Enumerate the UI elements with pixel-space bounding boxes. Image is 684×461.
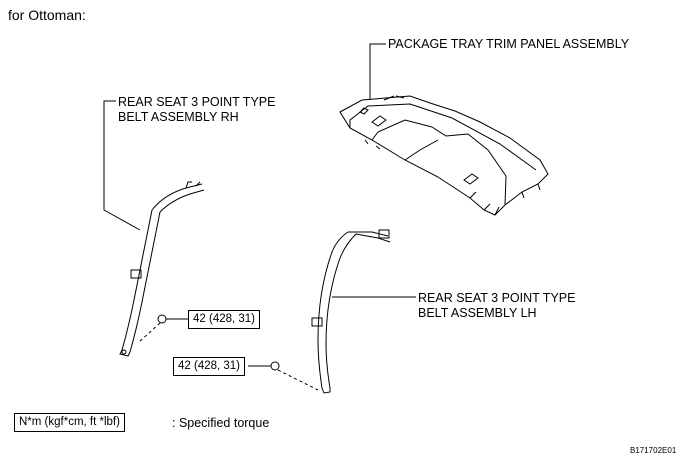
label-belt-rh-line1: REAR SEAT 3 POINT TYPE: [118, 95, 276, 109]
label-belt-lh-line1: REAR SEAT 3 POINT TYPE: [418, 291, 576, 305]
leader-belt-rh: [103, 100, 141, 231]
torque-legend-description: : Specified torque: [172, 416, 270, 430]
label-belt-lh-line2: BELT ASSEMBLY LH: [418, 306, 537, 320]
belt-rh: [119, 181, 205, 357]
bolt-lh: [248, 361, 319, 391]
label-belt-rh-line2: BELT ASSEMBLY RH: [118, 110, 239, 124]
torque-callout-lh: 42 (428, 31): [173, 357, 246, 376]
figure-code: B171702E01: [630, 446, 677, 455]
torque-legend-unit: N*m (kgf*cm, ft *lbf): [14, 413, 125, 432]
label-package-tray-trim-panel: PACKAGE TRAY TRIM PANEL ASSEMBLY: [388, 37, 630, 51]
torque-callout-rh: 42 (428, 31): [188, 310, 261, 329]
belt-lh: [311, 229, 391, 394]
package-tray-panel: [339, 95, 549, 216]
diagram-title: for Ottoman:: [8, 7, 86, 23]
bolt-rh: [137, 314, 188, 344]
leader-package-tray: [369, 43, 386, 100]
